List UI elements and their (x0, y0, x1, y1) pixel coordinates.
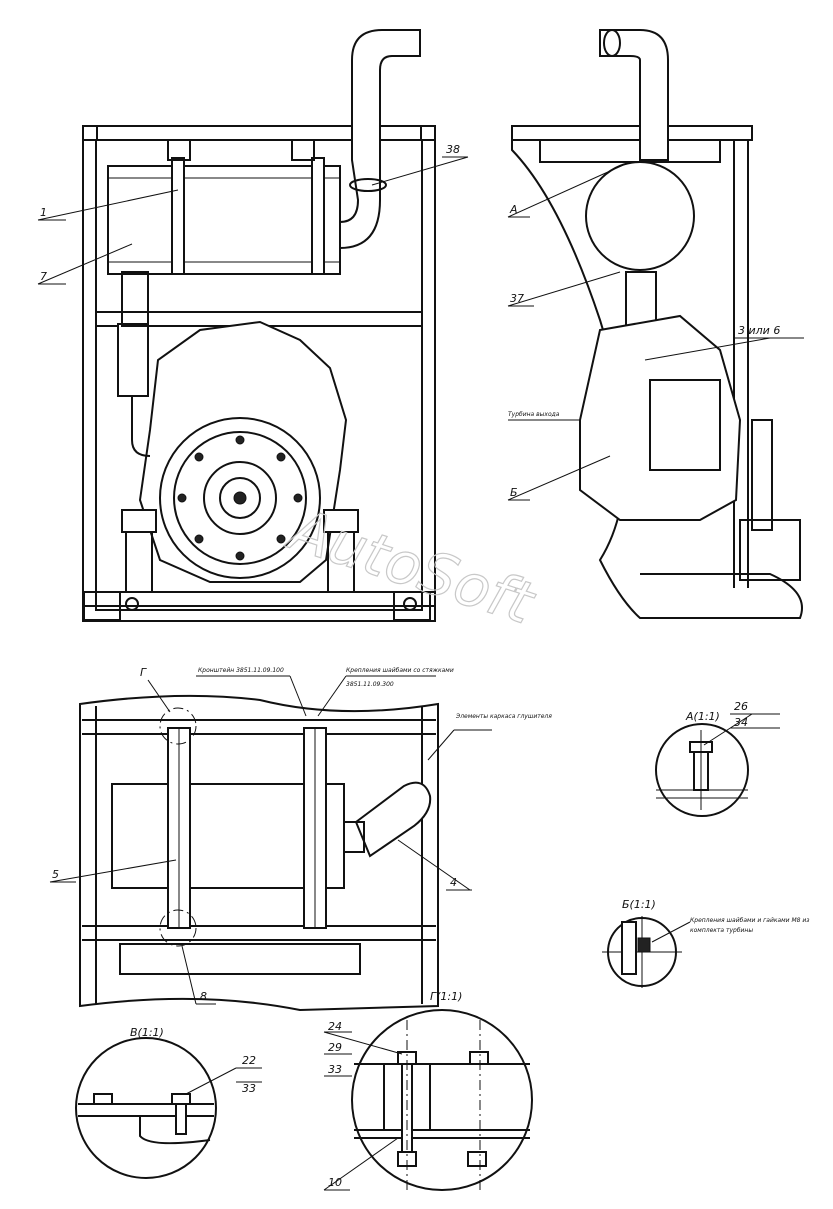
detail-V: В(1:1) 22 33 (75, 1026, 262, 1179)
view-label-V: В(1:1) (130, 1026, 164, 1039)
view-label-A: А(1:1) (685, 710, 720, 723)
view-label-B: Б(1:1) (622, 898, 656, 911)
side-view (511, 29, 803, 619)
detail-circle-V (159, 909, 197, 947)
callout-3-or-6: 3 или 6 (738, 324, 780, 337)
note-krepl-1: Крепления шайбами со стяжками (346, 667, 454, 674)
engine-side (579, 314, 742, 521)
front-view (82, 29, 436, 622)
watermark: AutoSoft (279, 494, 544, 638)
callout-33-a: 33 (242, 1082, 256, 1095)
note-krepl-b-1: Крепления шайбами и гайками М8 из (690, 917, 809, 924)
callout-7: 7 (40, 270, 47, 283)
callout-10: 10 (328, 1176, 342, 1189)
callout-33-b: 33 (328, 1063, 342, 1076)
note-kronshtein: Кронштейн 3851.11.09.100 (198, 667, 284, 674)
callout-24: 24 (328, 1020, 342, 1033)
silencer-end (585, 161, 695, 271)
exhaust-pipe-front (339, 29, 421, 250)
detail-A: А(1:1) 26 34 (655, 700, 780, 817)
engine-front (138, 320, 348, 583)
detail-circle-G (159, 707, 197, 745)
callout-38: 38 (446, 143, 460, 156)
detail-B: Б(1:1) Крепления шайбами и гайками М8 из… (602, 898, 809, 988)
top-view (79, 694, 439, 1012)
detail-G: Г(1:1) 24 29 33 10 (323, 990, 533, 1191)
note-krepl-2: 3851.11.09.300 (346, 681, 394, 688)
callout-G: Г (140, 666, 147, 679)
callout-5: 5 (52, 868, 59, 881)
callout-34: 34 (734, 716, 748, 729)
note-krepl-b-2: комплекта турбины (690, 927, 753, 934)
callouts-top: Г Кронштейн 3851.11.09.100 Крепления шай… (49, 666, 552, 1005)
callout-8: 8 (200, 990, 207, 1003)
callout-A: А (509, 203, 518, 216)
callout-1: 1 (40, 206, 47, 219)
callout-22: 22 (242, 1054, 256, 1067)
callout-4: 4 (450, 876, 457, 889)
callout-26: 26 (734, 700, 748, 713)
callout-29: 29 (328, 1041, 342, 1054)
note-rama: Элементы каркаса глушителя (455, 713, 552, 720)
callouts-side: А 37 3 или 6 Турбина выхода Б (507, 161, 804, 501)
flywheel (159, 417, 321, 579)
silencer-body (107, 165, 341, 275)
note-turbo: Турбина выхода (508, 411, 560, 418)
callouts-front: 1 7 38 (37, 143, 469, 285)
exhaust-pipe-top (354, 781, 432, 858)
callout-B: Б (510, 486, 518, 499)
exhaust-pipe-side (599, 29, 669, 161)
callout-37: 37 (510, 292, 524, 305)
view-label-G: Г(1:1) (430, 990, 462, 1003)
